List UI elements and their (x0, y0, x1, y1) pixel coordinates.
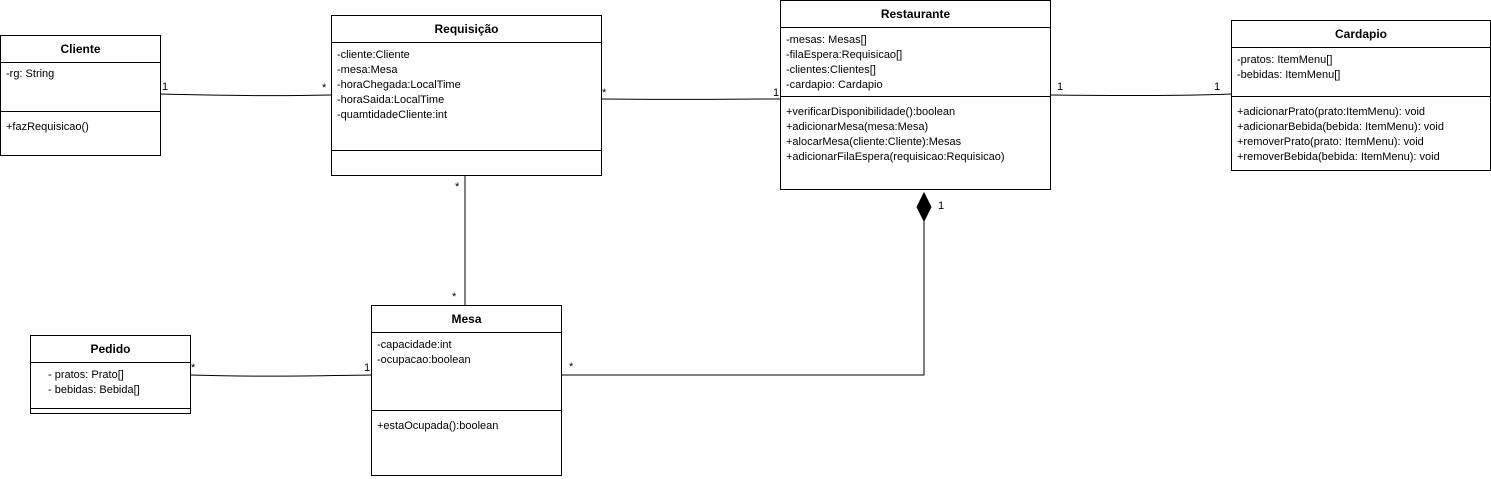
attribute: -bebidas: ItemMenu[] (1237, 69, 1341, 81)
composition-mesa-restaurante (561, 220, 925, 376)
attributes-section: -pratos: ItemMenu[] -bebidas: ItemMenu[] (1232, 47, 1490, 83)
attribute: -ocupacao:boolean (377, 354, 471, 366)
attribute: -pratos: ItemMenu[] (1237, 54, 1333, 66)
attribute: -cliente:Cliente (337, 49, 410, 61)
class-cliente[interactable]: Cliente -rg: String +fazRequisicao() (0, 35, 161, 156)
method: +alocarMesa(cliente:Cliente):Mesas (786, 136, 962, 148)
class-name: Cardapio (1334, 27, 1387, 41)
method: +estaOcupada():boolean (377, 420, 499, 432)
method: +adicionarBebida(bebida: ItemMenu): void (1237, 121, 1444, 133)
class-name: Requisição (434, 22, 499, 36)
multiplicity-label: 1 (938, 200, 945, 212)
method: +fazRequisicao() (6, 121, 89, 133)
attributes-section: -capacidade:int -ocupacao:boolean (372, 332, 561, 368)
method: +removerPrato(prato: ItemMenu): void (1237, 136, 1424, 148)
methods-section: +fazRequisicao() (1, 111, 160, 135)
multiplicity-label: * (455, 181, 460, 193)
attribute: -capacidade:int (377, 339, 452, 351)
method: +verificarDisponibilidade():boolean (786, 106, 956, 118)
methods-section: +adicionarPrato(prato:ItemMenu): void +a… (1232, 96, 1490, 165)
method: +adicionarFilaEspera(requisicao:Requisic… (786, 151, 1005, 163)
class-requisicao[interactable]: Requisição -cliente:Cliente -mesa:Mesa -… (331, 15, 602, 176)
attributes-section: -cliente:Cliente -mesa:Mesa -horaChegada… (332, 42, 601, 123)
multiplicity-label: 1 (773, 87, 780, 99)
attribute: -filaEspera:Requisicao[] (786, 49, 903, 61)
methods-section: +estaOcupada():boolean (372, 410, 561, 434)
attribute: - bebidas: Bebida[] (48, 384, 140, 396)
class-name: Restaurante (880, 7, 951, 21)
attribute: -horaChegada:LocalTime (337, 79, 461, 91)
class-mesa[interactable]: Mesa -capacidade:int -ocupacao:boolean +… (371, 305, 562, 476)
multiplicity-label: 1 (1214, 81, 1221, 93)
attributes-section: - pratos: Prato[] - bebidas: Bebida[] (31, 362, 190, 398)
multiplicity-label: * (569, 361, 574, 373)
multiplicity-label: 1 (162, 81, 169, 93)
methods-section (31, 408, 190, 409)
class-cardapio[interactable]: Cardapio -pratos: ItemMenu[] -bebidas: I… (1231, 20, 1491, 171)
method: +removerBebida(bebida: ItemMenu): void (1237, 151, 1440, 163)
attribute: -rg: String (6, 68, 55, 80)
multiplicity-label: * (191, 362, 196, 374)
methods-section (332, 150, 601, 151)
attribute: -cardapio: Cardapio (786, 79, 883, 91)
attribute: -quamtidadeCliente:int (337, 109, 448, 121)
attribute: -clientes:Clientes[] (786, 64, 876, 76)
association-pedido-mesa (189, 374, 372, 377)
attribute: -horaSaida:LocalTime (337, 94, 445, 106)
multiplicity-label: * (322, 82, 327, 94)
class-restaurante[interactable]: Restaurante -mesas: Mesas[] -filaEspera:… (780, 0, 1051, 190)
class-name: Cliente (60, 42, 101, 56)
attributes-section: -mesas: Mesas[] -filaEspera:Requisicao[]… (781, 27, 1050, 93)
method: +adicionarPrato(prato:ItemMenu): void (1237, 106, 1426, 118)
attributes-section: -rg: String (1, 62, 160, 82)
multiplicity-label: 1 (1057, 81, 1064, 93)
association-restaurante-cardapio (1050, 93, 1232, 97)
attribute: - pratos: Prato[] (48, 369, 124, 381)
multiplicity-label: * (452, 291, 457, 303)
method: +adicionarMesa(mesa:Mesa) (786, 121, 929, 133)
class-pedido[interactable]: Pedido - pratos: Prato[] - bebidas: Bebi… (30, 335, 191, 414)
association-cliente-requisicao (159, 93, 332, 97)
attribute: -mesa:Mesa (337, 64, 398, 76)
methods-section: +verificarDisponibilidade():boolean +adi… (781, 96, 1050, 165)
multiplicity-label: 1 (364, 362, 371, 374)
composition-diamond-icon (916, 191, 932, 223)
attribute: -mesas: Mesas[] (786, 34, 867, 46)
class-name: Mesa (451, 312, 482, 326)
class-name: Pedido (90, 342, 131, 356)
multiplicity-label: * (602, 87, 607, 99)
